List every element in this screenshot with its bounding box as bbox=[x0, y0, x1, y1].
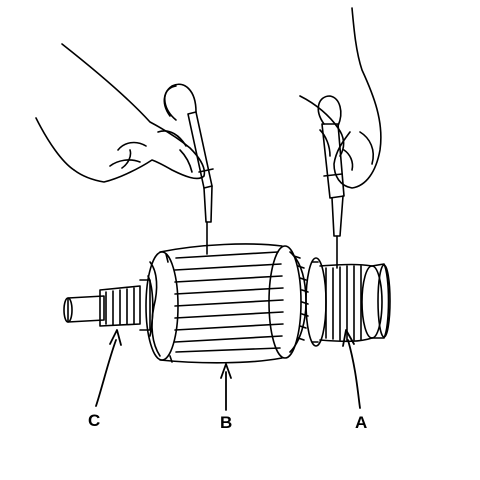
left-hand bbox=[35, 43, 206, 183]
callout-arrows bbox=[95, 329, 361, 411]
test-probe-left bbox=[163, 83, 214, 255]
shaft bbox=[63, 279, 151, 331]
label-commutator: A bbox=[355, 413, 367, 432]
right-hand bbox=[299, 7, 382, 189]
label-armature-core: B bbox=[220, 413, 232, 432]
armature-core bbox=[145, 243, 302, 364]
label-shaft: C bbox=[88, 411, 100, 430]
commutator bbox=[289, 251, 391, 353]
test-probe-right bbox=[317, 95, 345, 269]
